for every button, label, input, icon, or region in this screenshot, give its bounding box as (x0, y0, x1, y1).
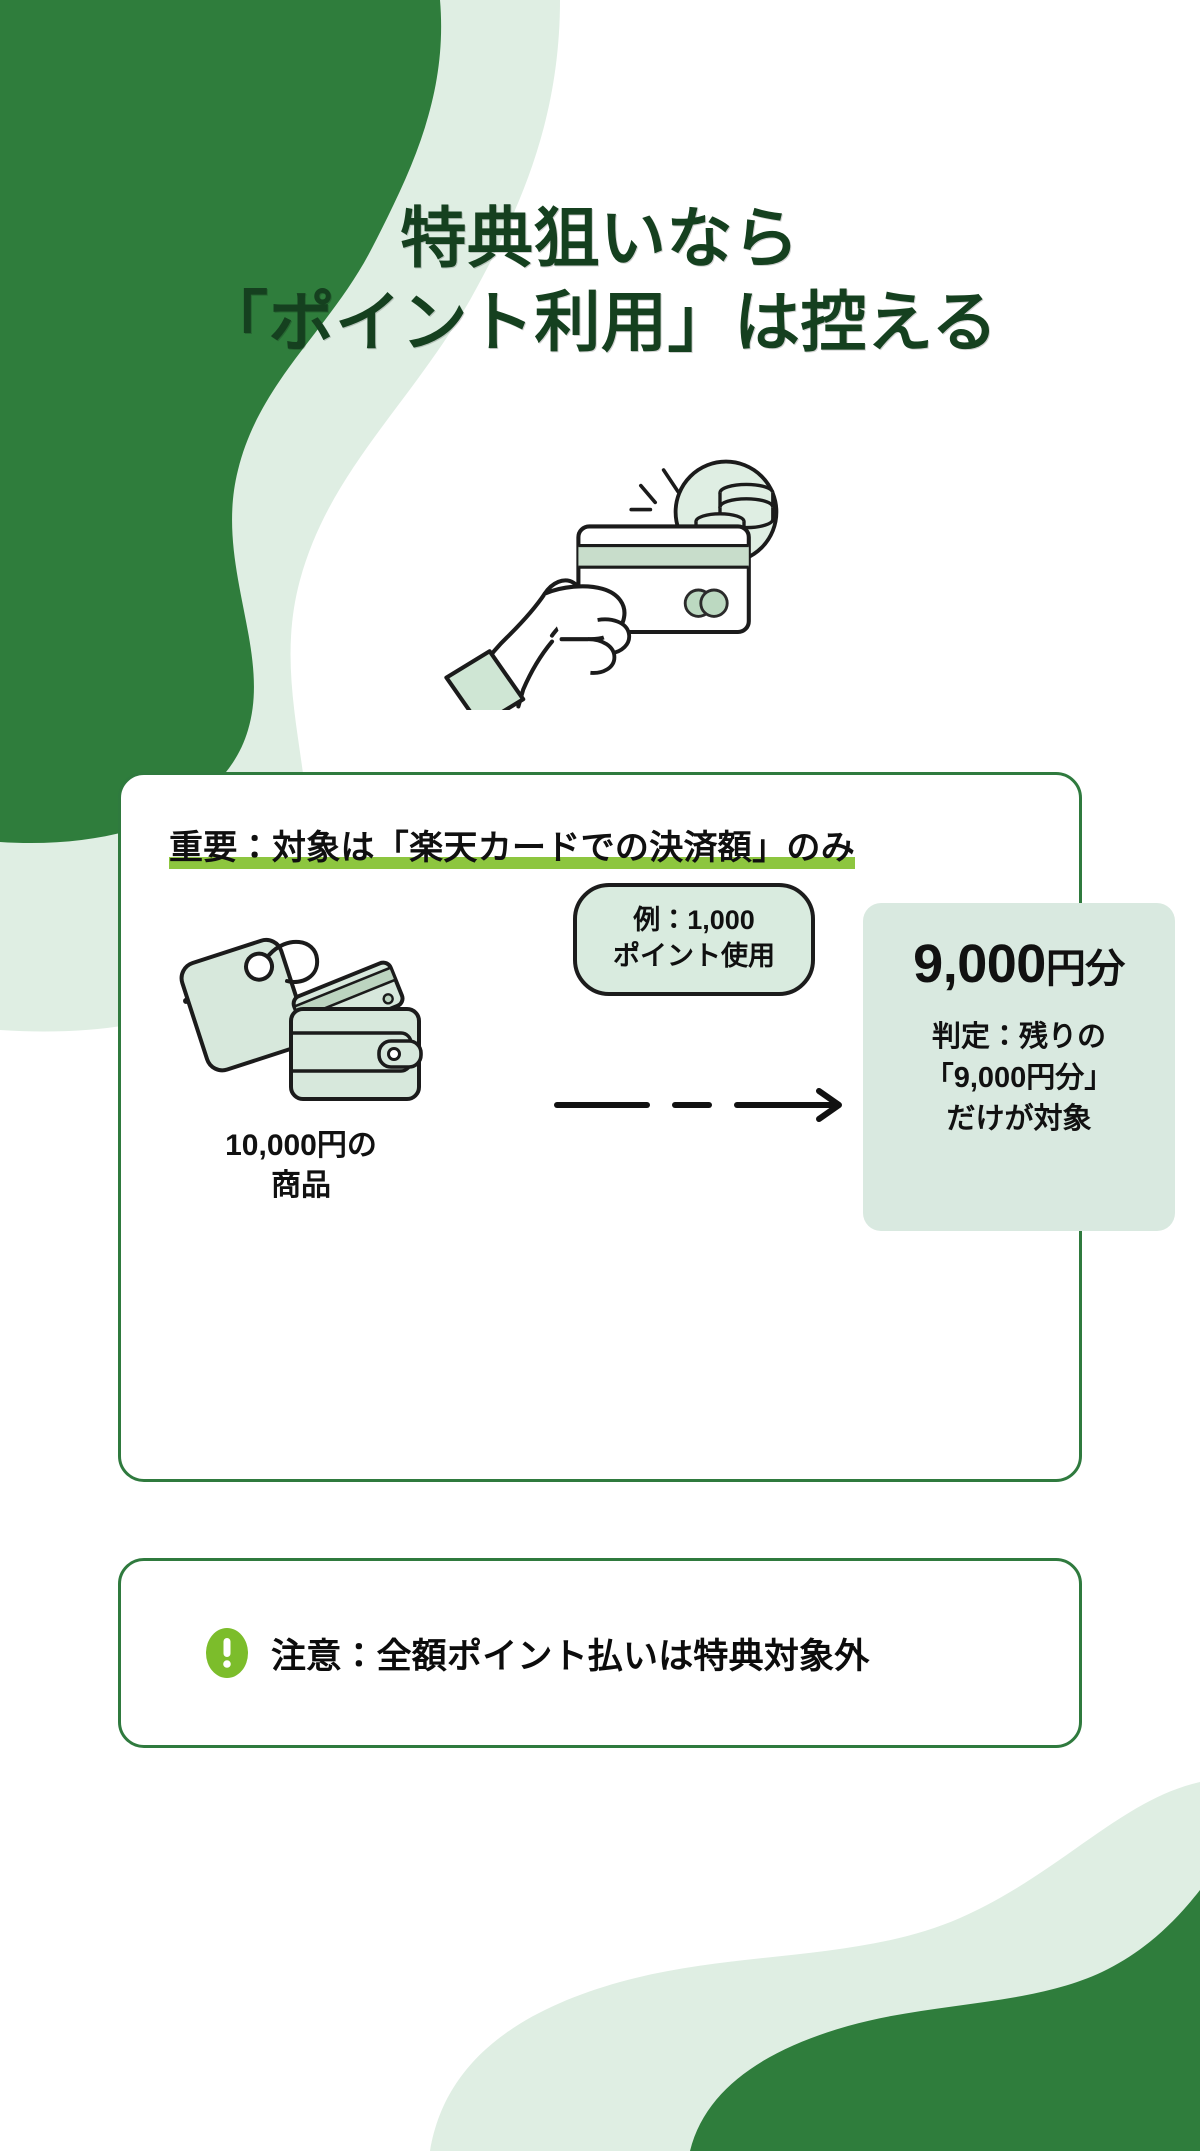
card-heading-text: 重要：対象は「楽天カードでの決済額」のみ (169, 829, 855, 869)
title-line-1: 特典狙いなら (400, 201, 800, 275)
result-amount-unit: 円分 (1045, 947, 1126, 991)
product-caption-line-1: 10,000円の (225, 1129, 377, 1162)
bubble-line-1: 例：1,000 (633, 905, 755, 935)
result-amount-number: 9,000 (913, 934, 1046, 994)
result-note-line-1: 判定：残りの (931, 1021, 1106, 1053)
price-tag-and-wallet-icon (179, 937, 423, 1101)
hand-holding-credit-card-with-coins-icon (444, 459, 779, 710)
bubble-line-2: ポイント使用 (613, 940, 775, 971)
title-line-2: 「ポイント利用」は控える (201, 285, 999, 360)
result-note-line-3: だけが対象 (946, 1103, 1092, 1136)
warning-text: 注意：全額ポイント払いは特典対象外 (271, 1636, 870, 1676)
product-caption-line-2: 商品 (271, 1169, 331, 1203)
main-info-card: 重要：対象は「楽天カードでの決済額」のみ (118, 772, 1175, 1482)
dashed-right-arrow-icon (554, 1088, 842, 1122)
card-heading: 重要：対象は「楽天カードでの決済額」のみ (169, 820, 855, 869)
product-caption: 10,000円の 商品 (151, 1126, 451, 1206)
exclamation-circle-icon (206, 1628, 248, 1678)
result-amount: 9,000円分 (863, 933, 1175, 995)
warning-card: 注意：全額ポイント払いは特典対象外 (118, 1558, 1082, 1748)
result-note: 判定：残りの 「9,000円分」 だけが対象 (863, 1017, 1175, 1141)
result-box: 9,000円分 判定：残りの 「9,000円分」 だけが対象 (863, 903, 1175, 1231)
page-title: 特典狙いなら 「ポイント利用」は控える (0, 196, 1200, 365)
result-note-line-2: 「9,000円分」 (924, 1062, 1114, 1095)
point-usage-diagram: 10,000円の 商品 例：1,000 ポイント使用 (121, 883, 1175, 1453)
product-item: 10,000円の 商品 (151, 903, 451, 1206)
points-used-bubble: 例：1,000 ポイント使用 (573, 883, 815, 997)
